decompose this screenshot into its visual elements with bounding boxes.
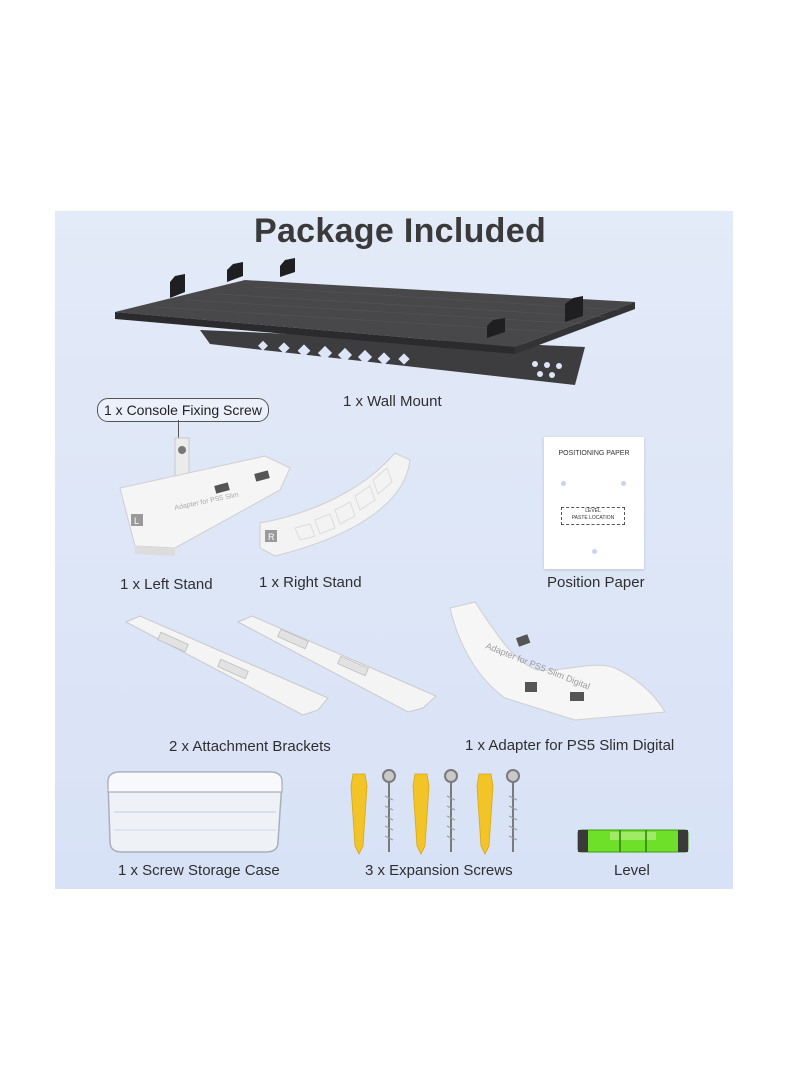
console-fixing-screw-label: 1 x Console Fixing Screw — [97, 398, 269, 422]
paper-title: POSITIONING PAPER — [558, 450, 630, 457]
adapter-image: Adapter for PS5 Slim Digital — [449, 601, 666, 721]
right-stand-mark: R — [268, 532, 275, 542]
storage-case-label: 1 x Screw Storage Case — [118, 862, 280, 879]
anchor-icon — [350, 773, 368, 855]
paper-box-line1: LEVEL — [585, 508, 601, 514]
right-stand-image: R — [259, 452, 411, 557]
anchor-icon — [476, 773, 494, 855]
right-stand-label: 1 x Right Stand — [259, 574, 362, 591]
left-stand-label: 1 x Left Stand — [120, 576, 213, 593]
left-stand-mark: L — [134, 516, 139, 526]
page-title: Package Included — [253, 212, 547, 250]
level-label: Level — [614, 862, 650, 879]
anchor-icon — [412, 773, 430, 855]
storage-case-image — [107, 771, 283, 853]
adapter-label: 1 x Adapter for PS5 Slim Digital — [465, 737, 675, 754]
wall-mount-image — [115, 258, 635, 385]
left-stand-image: L Adapter for PS5 Slim — [119, 437, 291, 556]
callout-line — [178, 420, 179, 448]
paste-location-box: LEVEL PASTE LOCATION — [561, 507, 625, 525]
attachment-brackets-image — [124, 615, 437, 716]
attachment-brackets-label: 2 x Attachment Brackets — [169, 738, 331, 755]
position-paper-label: Position Paper — [547, 574, 645, 591]
paper-dot — [561, 481, 566, 486]
position-paper-image: POSITIONING PAPER LEVEL PASTE LOCATION — [544, 437, 644, 569]
expansion-screws-image — [350, 769, 520, 855]
paper-dot — [621, 481, 626, 486]
wall-mount-label: 1 x Wall Mount — [343, 393, 442, 410]
expansion-screws-label: 3 x Expansion Screws — [365, 862, 513, 879]
paper-box-line2: PASTE LOCATION — [571, 515, 615, 521]
paper-dot — [592, 549, 597, 554]
level-image — [577, 829, 689, 853]
